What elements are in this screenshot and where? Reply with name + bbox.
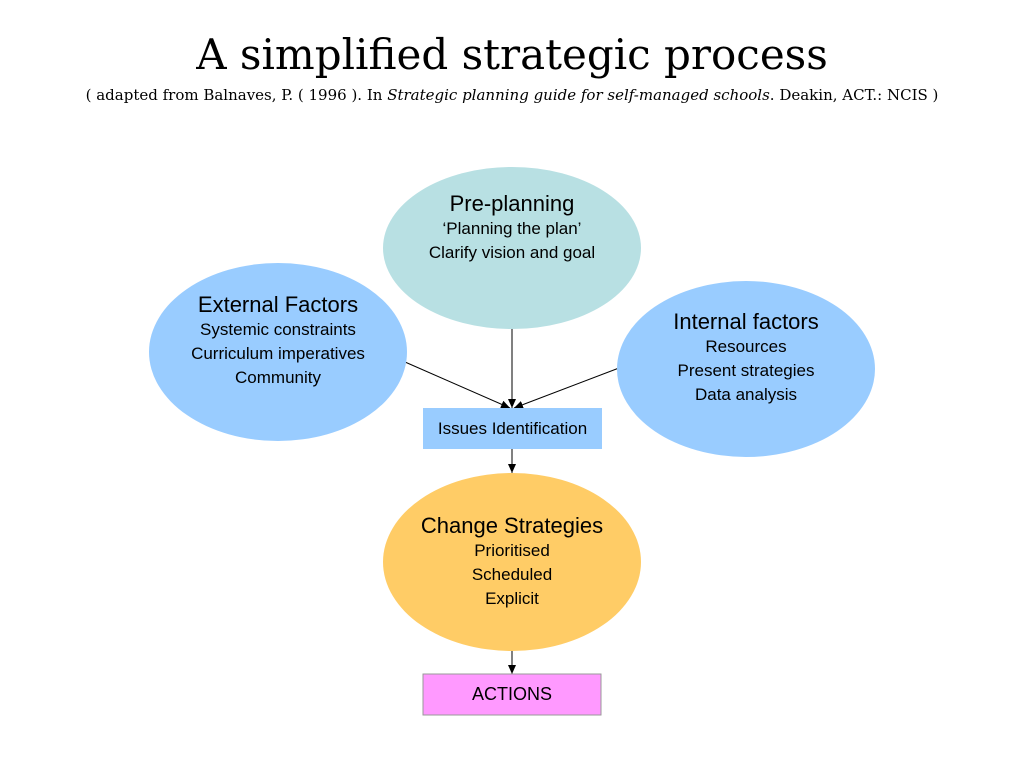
- change-strategies-line: Prioritised: [474, 541, 550, 560]
- actions-label-text: ACTIONS: [471, 684, 552, 704]
- preplanning-text: Pre-planning ‘Planning the plan’ Clarify…: [382, 191, 642, 265]
- actions-box: [422, 673, 602, 716]
- arrow-external-to-issues: [404, 361, 511, 409]
- external-factors-text: External Factors Systemic constraints Cu…: [148, 292, 408, 390]
- change-strategies-line: Explicit: [485, 589, 539, 608]
- external-factors-heading: External Factors: [197, 292, 359, 317]
- issues-label: Issues Identification: [423, 416, 602, 442]
- citation-suffix: . Deakin, ACT.: NCIS ): [769, 86, 939, 104]
- slide-subtitle: ( adapted from Balnaves, P. ( 1996 ). In…: [0, 85, 1024, 105]
- external-factors-line: Community: [235, 368, 321, 387]
- issues-label-text: Issues Identification: [437, 419, 588, 438]
- arrow-internal-to-issues: [513, 367, 620, 409]
- preplanning-ellipse: [383, 167, 641, 329]
- citation-book-title: Strategic planning guide for self-manage…: [387, 86, 770, 104]
- issues-box: [423, 408, 602, 449]
- external-factors-line: Curriculum imperatives: [191, 344, 365, 363]
- change-strategies-ellipse: [383, 473, 641, 651]
- change-strategies-line: Scheduled: [471, 565, 553, 584]
- change-strategies-heading: Change Strategies: [420, 513, 604, 538]
- preplanning-line: Clarify vision and goal: [428, 243, 596, 262]
- internal-factors-ellipse: [617, 281, 875, 457]
- internal-factors-line: Data analysis: [694, 385, 798, 404]
- external-factors-line: Systemic constraints: [200, 320, 356, 339]
- internal-factors-line: Resources: [705, 337, 787, 356]
- internal-factors-heading: Internal factors: [673, 309, 819, 334]
- internal-factors-text: Internal factors Resources Present strat…: [616, 309, 876, 407]
- internal-factors-line: Present strategies: [677, 361, 815, 380]
- citation-prefix: ( adapted from Balnaves, P. ( 1996 ). In: [85, 86, 388, 104]
- slide-title: A simplified strategic process: [196, 30, 828, 79]
- preplanning-line: ‘Planning the plan’: [442, 219, 582, 238]
- external-factors-ellipse: [149, 263, 407, 441]
- preplanning-heading: Pre-planning: [449, 191, 575, 216]
- change-strategies-text: Change Strategies Prioritised Scheduled …: [382, 513, 642, 611]
- actions-label: ACTIONS: [423, 681, 601, 707]
